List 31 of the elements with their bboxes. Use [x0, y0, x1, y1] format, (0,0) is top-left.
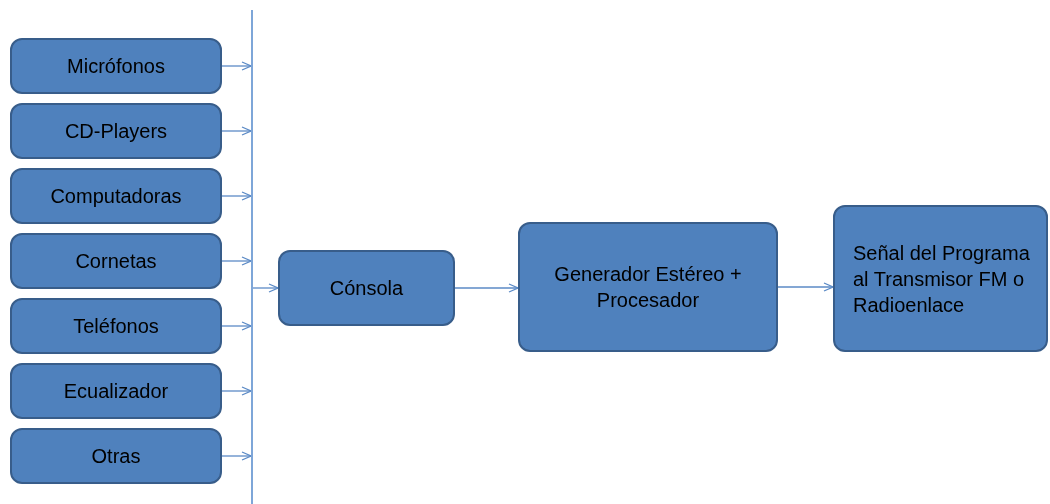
box-label: CD-Players — [64, 119, 168, 144]
box-label: Ecualizador — [63, 379, 169, 404]
box-label: Señal del Programa al Transmisor FM o Radioenlace — [853, 240, 1031, 318]
box-label: Generador Estéreo + Procesador — [553, 262, 743, 313]
arrow — [221, 321, 252, 331]
process-box — [833, 205, 1048, 352]
box-label: Otras — [91, 444, 141, 469]
process-box — [518, 222, 778, 352]
box-label: Teléfonos — [73, 314, 159, 339]
box-label: Cornetas — [75, 249, 157, 274]
arrow — [221, 191, 252, 201]
arrow — [252, 283, 279, 293]
box-label: Micrófonos — [67, 54, 165, 79]
bus-line — [251, 10, 253, 504]
arrow — [221, 61, 252, 71]
box-label: Cónsola — [329, 276, 404, 301]
process-box — [10, 298, 222, 354]
process-box — [10, 233, 222, 289]
process-box — [10, 103, 222, 159]
process-box — [10, 428, 222, 484]
process-box — [278, 250, 455, 326]
process-box — [10, 363, 222, 419]
arrow — [221, 451, 252, 461]
arrow — [221, 126, 252, 136]
box-label: Computadoras — [50, 184, 182, 209]
arrow — [221, 386, 252, 396]
arrow — [777, 282, 834, 292]
arrow — [221, 256, 252, 266]
process-box — [10, 168, 222, 224]
arrow — [454, 283, 519, 293]
process-box — [10, 38, 222, 94]
